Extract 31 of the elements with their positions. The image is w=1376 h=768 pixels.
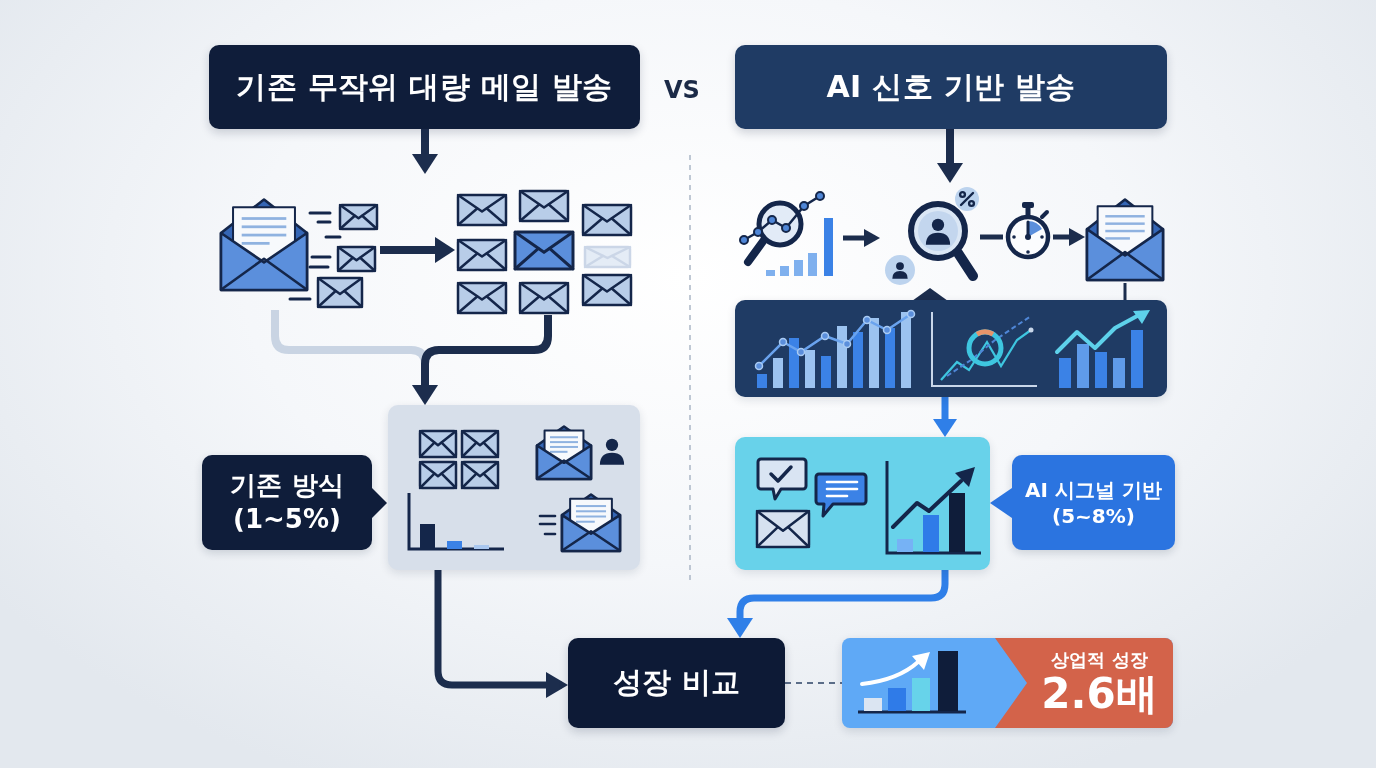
sending-envelopes-icon xyxy=(218,195,380,310)
banner-caption: 상업적 성장 xyxy=(1051,648,1148,672)
arrow xyxy=(412,129,438,174)
callout-bubble xyxy=(202,455,387,550)
title-text: 기존 무작위 대량 메일 발송 xyxy=(236,67,613,106)
arrow xyxy=(937,129,963,183)
arrow xyxy=(843,229,880,247)
box-label: 성장 비교 xyxy=(613,664,740,701)
dashed-connector xyxy=(784,682,843,684)
result-panel xyxy=(388,405,640,570)
vs-label: VS xyxy=(664,76,700,104)
connector-line xyxy=(1123,283,1127,300)
arrow xyxy=(1053,228,1085,246)
callout-text: AI 시그널 기반 (5~8%) xyxy=(1024,476,1163,529)
banner-value: 2.6배 xyxy=(1041,671,1158,718)
arrow xyxy=(434,570,568,698)
connector-line xyxy=(980,234,1003,240)
callout-text: 기존 방식 (1~5%) xyxy=(229,468,345,536)
header-box xyxy=(735,45,1167,129)
header-box xyxy=(209,45,640,129)
arrow xyxy=(727,570,949,638)
envelope-grid-icon xyxy=(455,188,635,315)
arrow xyxy=(912,288,948,301)
result-banner xyxy=(842,638,1173,728)
arrow xyxy=(933,397,957,437)
open-envelope-icon xyxy=(1085,195,1165,283)
analytics-panel xyxy=(735,300,1167,397)
comparison-box xyxy=(568,638,785,728)
result-panel xyxy=(735,437,990,570)
title-text: AI 신호 기반 발송 xyxy=(826,67,1076,106)
callout-bubble xyxy=(990,455,1175,550)
